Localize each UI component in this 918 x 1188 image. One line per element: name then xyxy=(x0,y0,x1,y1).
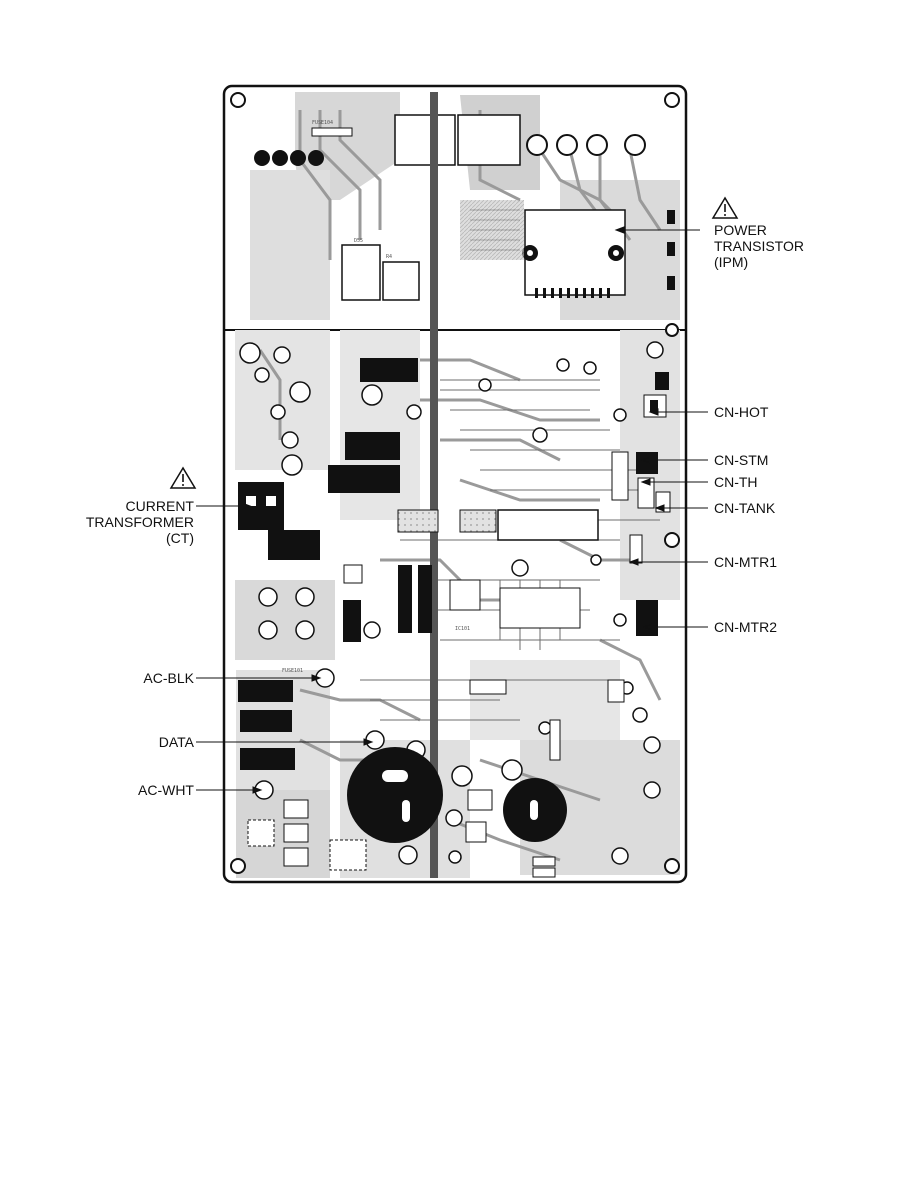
varistors xyxy=(247,799,367,871)
label-cn-th: CN-TH xyxy=(714,474,758,490)
warning-triangle-icon xyxy=(169,466,197,489)
callout-labels: POWER TRANSISTOR (IPM) CN-HOT CN-STM CN-… xyxy=(86,222,804,798)
warning-triangle-icon xyxy=(711,196,739,219)
label-data: DATA xyxy=(159,734,195,750)
ref-r4: R4 xyxy=(386,254,392,260)
resistor-block xyxy=(382,261,420,301)
label-power-line3: (IPM) xyxy=(714,254,748,270)
fuse-label: FUSE104 xyxy=(312,120,333,126)
label-ct-line1: CURRENT xyxy=(126,498,195,514)
mounting-hole xyxy=(664,858,680,874)
diode-bridge xyxy=(341,244,381,301)
label-cn-stm: CN-STM xyxy=(714,452,768,468)
ref-d55: D55 xyxy=(354,238,363,244)
label-power-line1: POWER xyxy=(714,222,767,238)
label-cn-hot: CN-HOT xyxy=(714,404,769,420)
ic-chips xyxy=(343,509,599,878)
label-ct-line2: TRANSFORMER xyxy=(86,514,194,530)
relays xyxy=(238,358,418,770)
trace-pattern xyxy=(460,200,524,260)
mounting-hole xyxy=(230,92,246,108)
mounting-hole xyxy=(230,858,246,874)
ipm-module xyxy=(522,209,626,298)
label-ac-blk: AC-BLK xyxy=(143,670,194,686)
label-cn-tank: CN-TANK xyxy=(714,500,776,516)
fuse-label-2: FUSE101 xyxy=(282,668,303,674)
mounting-hole xyxy=(664,92,680,108)
heatsink-bar xyxy=(430,92,438,878)
ic-label: IC101 xyxy=(455,626,470,632)
relay-block xyxy=(394,114,456,166)
callout-lines xyxy=(196,226,708,794)
label-cn-mtr1: CN-MTR1 xyxy=(714,554,777,570)
capacitors xyxy=(239,341,664,865)
label-ct-line3: (CT) xyxy=(166,530,194,546)
terminal-posts xyxy=(254,134,646,166)
label-cn-mtr2: CN-MTR2 xyxy=(714,619,777,635)
edge-pads xyxy=(667,210,675,290)
pcb-board: FUSE104 D55 R4 xyxy=(222,84,688,884)
fuse-holder xyxy=(311,127,353,137)
electrolytic-caps xyxy=(347,747,567,843)
mounting-hole xyxy=(665,323,679,337)
mounting-hole xyxy=(664,532,680,548)
label-ac-wht: AC-WHT xyxy=(138,782,194,798)
mounting-holes xyxy=(230,92,680,874)
relay-block xyxy=(457,114,521,166)
label-power-line2: TRANSISTOR xyxy=(714,238,804,254)
